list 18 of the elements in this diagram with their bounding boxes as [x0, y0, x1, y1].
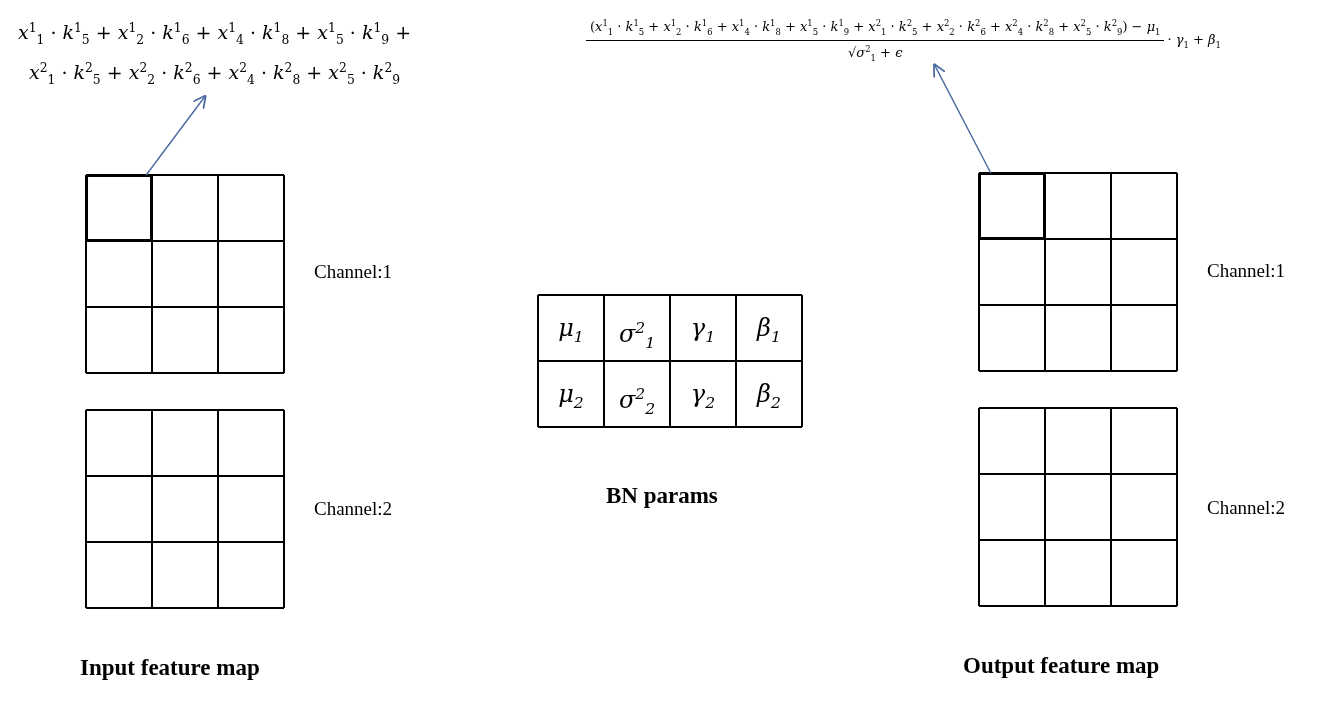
parameter: γ$_{2}$ [689, 379, 717, 414]
arrow [145, 94, 207, 176]
map-title: Output feature map [963, 653, 1160, 679]
channel-label: Channel:2 [314, 498, 393, 520]
grid-cell [979, 173, 1045, 239]
parameter: β$_{1}$ [755, 313, 782, 348]
map-title: Input feature map [80, 655, 260, 681]
formula: (x$^{1}$$_{1}$ · k$^{1}$$_{5}$ + x$^{1}$$_{2}$ · k$^{1}$$_{6}$ + x$^{1}$$_{4}$ · k$^{1}$$_{8}$ + x$^{1}$$_{5}$ · k$^{1}$$_{9}$ + x$^{2}$$_{1}$ · k$^{2}$$_{5}$ + x$^{2}$$_{2}$ · k$^{2}$$_{6}$ + x$^{2}$$_{4}$ · k$^{2}$$_{8}$ + x$^{2}$$_{5}$ · k$^{2}$$_{9}$) − μ$_{1}$ √σ$^{2}$$_{1}$ + ϵ · γ$_{1}$ + β$_{1}$ [586, 18, 1221, 63]
parameter: μ$_{2}$ [557, 379, 585, 414]
parameter: μ$_{1}$ [557, 313, 585, 348]
arrow [933, 62, 992, 174]
channel-label: Channel:2 [1207, 497, 1286, 519]
channel-label: Channel:1 [314, 261, 393, 283]
grid-cell [86, 175, 152, 241]
table-caption: BN params [606, 483, 718, 509]
channel-label: Channel:1 [1207, 260, 1286, 282]
parameter: γ$_{1}$ [689, 313, 717, 348]
parameter: β$_{2}$ [755, 379, 782, 414]
